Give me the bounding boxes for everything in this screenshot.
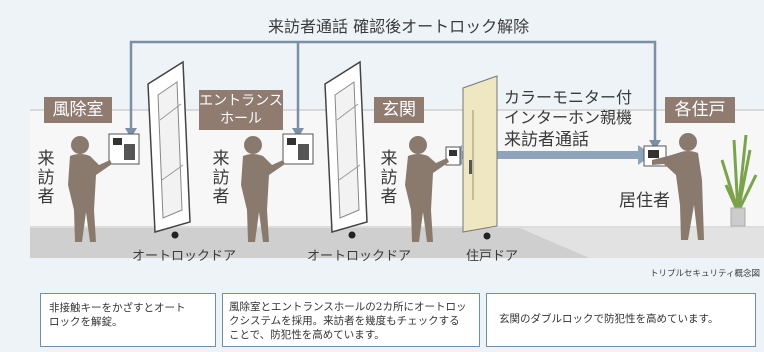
unit-door (462, 75, 498, 240)
visitor-label-char: 訪 (380, 168, 398, 188)
resident-label: 居住者 (619, 191, 670, 211)
visitor-label-char: 者 (380, 187, 398, 207)
visitor-label-char: 来 (380, 149, 398, 169)
autolock-door-1 (147, 60, 191, 239)
visitor-silhouette-3 (405, 136, 449, 242)
visitor-label-char: 者 (212, 187, 230, 207)
description-box-3: 玄関のダブルロックで防犯性を高めています。 (486, 293, 756, 347)
room-label-fuujoshitsu: 風除室 (44, 97, 112, 123)
intercom-label-line1: カラーモニター付 (504, 88, 633, 107)
concept-caption: トリプルセキュリティ概念図 (650, 269, 760, 279)
description-line: 玄関のダブルロックで防犯性を高めています。 (499, 313, 719, 325)
visitor-label-3: 来 訪 者 (380, 150, 398, 207)
description-box-1: 非接触キーをかざすとオート ロックを解錠。 (40, 293, 216, 347)
room-label-kaku-juko: 各住戸 (665, 97, 735, 123)
room-label-line2: ホール (220, 111, 262, 127)
visitor-label-char: 訪 (37, 168, 55, 188)
visitor-label-2: 来 訪 者 (212, 150, 230, 207)
intercom-label-line2: インターホン親機 (504, 108, 633, 127)
intercom-panel-1 (108, 133, 140, 165)
description-line: ことで、防犯性を高めています。 (229, 329, 385, 341)
intercom-label-line3: 来訪者通話 (504, 130, 589, 150)
room-label-text: 風除室 (52, 100, 104, 120)
door-label-autolock-1: オートロックドア (132, 249, 237, 264)
door-label-unit: 住戸ドア (466, 249, 519, 264)
door-label-autolock-2: オートロックドア (307, 249, 412, 264)
description-line: 非接触キーをかざすとオート (49, 302, 186, 314)
description-line: クシステムを採用。来訪者を幾度もチェックする (229, 315, 460, 327)
intercom-door-unit (445, 146, 461, 166)
visitor-label-char: 来 (212, 149, 230, 169)
visitor-label-1: 来 訪 者 (37, 150, 55, 207)
description-line: 風除室とエントランスホールの2カ所にオートロッ (229, 301, 467, 313)
intercom-panel-2 (282, 133, 314, 165)
arrowhead-right (649, 140, 661, 150)
resident-silhouette (652, 133, 704, 240)
visitor-label-char: 訪 (212, 168, 230, 188)
room-label-genkan: 玄関 (374, 97, 424, 123)
arrowhead-mid (292, 128, 304, 138)
top-connector-arrow (129, 40, 657, 145)
description-line: ロックを解錠。 (49, 316, 123, 328)
autolock-door-2 (324, 60, 368, 239)
room-label-text: 玄関 (382, 100, 416, 120)
description-box-2: 風除室とエントランスホールの2カ所にオートロッ クシステムを採用。来訪者を幾度も… (222, 293, 480, 347)
visitor-silhouette-1 (68, 136, 112, 242)
visitor-label-char: 者 (37, 187, 55, 207)
top-connector-label: 来訪者通話 確認後オートロック解除 (268, 17, 530, 36)
arrowhead-left (125, 128, 137, 138)
visitor-label-char: 来 (37, 149, 55, 169)
room-label-entrance-hall: エントランス ホール (199, 90, 283, 130)
plant-decoration (720, 134, 758, 227)
intercom-label: カラーモニター付 インターホン親機 来訪者通話 (504, 88, 632, 150)
floor-left (30, 228, 590, 258)
visitor-silhouette-2 (241, 136, 285, 242)
room-label-text: 各住戸 (674, 100, 726, 120)
room-label-line1: エントランス (199, 93, 283, 109)
